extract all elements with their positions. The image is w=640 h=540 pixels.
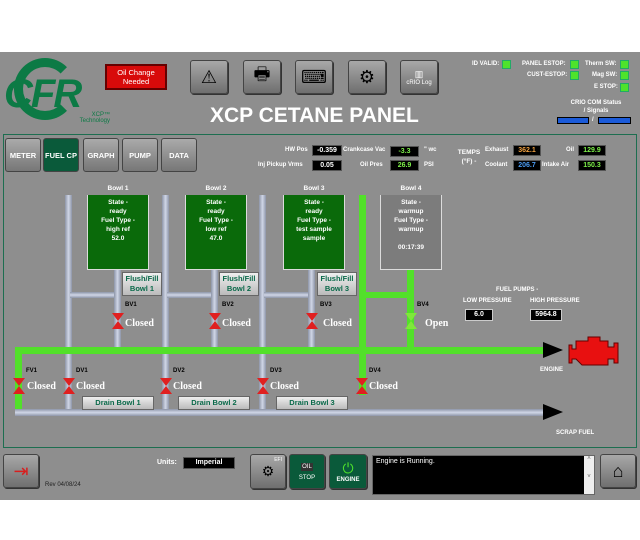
- hw-pos-value: -0.359: [312, 145, 342, 156]
- supply-pipe-1: [65, 195, 72, 413]
- crio-signals-bar: [598, 117, 631, 124]
- gear-icon: ⚙: [358, 66, 376, 87]
- supply-pipe-2: [162, 195, 169, 413]
- branch-pipe-2: [167, 292, 214, 298]
- keyboard-button[interactable]: ⌨: [295, 60, 333, 94]
- scrap-pipe: [15, 409, 545, 416]
- engine-button[interactable]: ⏻ENGINE: [329, 454, 367, 489]
- mag-sw-led: [620, 71, 629, 80]
- tab-fuel-cp[interactable]: FUEL CP: [43, 138, 79, 172]
- exit-button[interactable]: ⇥: [3, 454, 39, 488]
- flush-fill-bowl-1-button[interactable]: Flush/Fill Bowl 1: [122, 272, 162, 296]
- dv4-valve-icon[interactable]: [356, 378, 368, 394]
- main-frame: [3, 134, 637, 448]
- status-log-scrollbar[interactable]: ˄˅: [584, 456, 594, 494]
- tab-graph[interactable]: GRAPH: [83, 138, 119, 172]
- high-pressure-value: 5964.8: [530, 309, 562, 321]
- bv3-valve-icon[interactable]: [306, 313, 318, 329]
- bowl-outlet-3: [308, 270, 315, 350]
- coolant-temp-value: 206.7: [513, 160, 541, 171]
- dv3-valve-icon[interactable]: [257, 378, 269, 394]
- tab-meter[interactable]: METER: [5, 138, 41, 172]
- crio-status-bar: [557, 117, 589, 124]
- supply-pipe-4: [359, 195, 366, 395]
- bowl-outlet-2: [211, 270, 218, 350]
- supply-pipe-3: [259, 195, 266, 413]
- bv4-valve-icon[interactable]: [405, 313, 417, 329]
- scrap-arrow-icon: [543, 404, 563, 420]
- tab-data[interactable]: DATA: [161, 138, 197, 172]
- estop-led: [620, 83, 629, 92]
- status-log[interactable]: Engine is Running. ˄˅: [372, 455, 595, 495]
- dv1-valve-icon[interactable]: [63, 378, 75, 394]
- oil-pres-value: 26.9: [390, 160, 419, 171]
- keyboard-icon: ⌨: [301, 66, 327, 87]
- cfr-logo: CFR XCP™ Technology: [4, 58, 110, 128]
- oil-change-alert[interactable]: Oil Change Needed: [105, 64, 167, 90]
- crankcase-vac-value: -3.3: [390, 146, 419, 157]
- settings-button[interactable]: ⚙: [348, 60, 386, 94]
- page-title: XCP CETANE PANEL: [210, 104, 419, 127]
- branch-pipe-3: [264, 292, 311, 298]
- id-valid-led: [502, 60, 511, 69]
- efi-button[interactable]: ⚙EFI: [250, 454, 286, 489]
- flush-fill-bowl-2-button[interactable]: Flush/Fill Bowl 2: [219, 272, 259, 296]
- drain-bowl-3-button[interactable]: Drain Bowl 3: [276, 396, 348, 410]
- crio-icon: ▥: [414, 68, 424, 79]
- injector-gear-icon: ⚙: [261, 463, 275, 479]
- alarm-button[interactable]: ⚠: [190, 60, 228, 94]
- drain-bowl-1-button[interactable]: Drain Bowl 1: [82, 396, 154, 410]
- exhaust-temp-value: 362.1: [513, 145, 541, 156]
- crio-log-button[interactable]: ▥cRIO Log: [400, 60, 438, 94]
- power-icon: ⏻: [342, 460, 354, 476]
- oil-temp-value: 129.9: [578, 145, 606, 156]
- low-pressure-value: 6.0: [465, 309, 493, 321]
- fv1-valve-icon[interactable]: [13, 378, 25, 394]
- bv1-valve-icon[interactable]: [112, 313, 124, 329]
- panel-estop-led: [570, 60, 579, 69]
- dv2-valve-icon[interactable]: [160, 378, 172, 394]
- branch-pipe-4: [364, 292, 413, 298]
- bv2-valve-icon[interactable]: [209, 313, 221, 329]
- warning-icon: ⚠: [200, 66, 218, 87]
- printer-icon: 🖶: [253, 64, 271, 84]
- intake-air-value: 150.3: [578, 160, 606, 171]
- branch-pipe-1: [70, 292, 117, 298]
- tab-pump[interactable]: PUMP: [122, 138, 158, 172]
- home-button[interactable]: ⌂: [600, 454, 636, 488]
- units-select[interactable]: Imperial: [183, 457, 235, 469]
- flush-fill-bowl-3-button[interactable]: Flush/Fill Bowl 3: [317, 272, 357, 296]
- bowl-outlet-4: [407, 270, 414, 350]
- engine-supply-pipe: [15, 347, 545, 354]
- therm-sw-led: [620, 60, 629, 69]
- exit-door-icon: ⇥: [13, 460, 29, 481]
- drain-bowl-2-button[interactable]: Drain Bowl 2: [178, 396, 250, 410]
- inj-pickup-value: 0.05: [312, 160, 342, 171]
- engine-arrow-icon: [543, 342, 563, 358]
- engine-icon: [568, 336, 619, 366]
- cust-estop-led: [570, 71, 579, 80]
- print-button[interactable]: 🖶: [243, 60, 281, 94]
- home-icon: ⌂: [612, 460, 624, 481]
- bowl-outlet-1: [114, 270, 121, 350]
